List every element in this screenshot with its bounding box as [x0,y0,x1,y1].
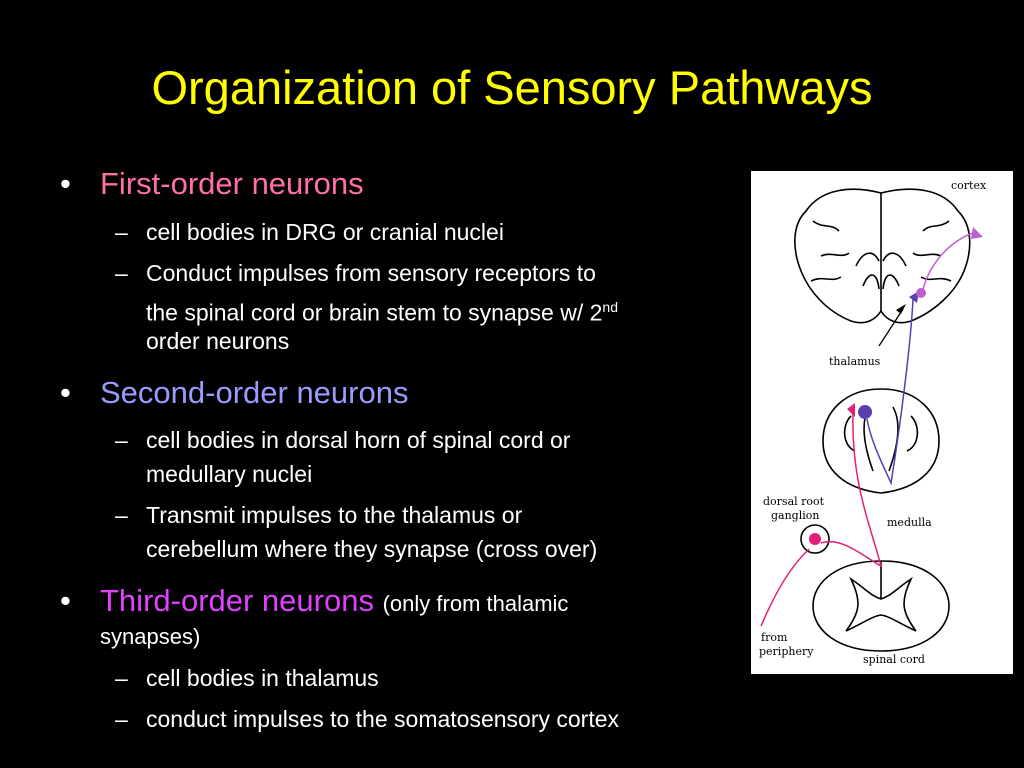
second-order-axon [866,298,914,486]
label-ganglion: ganglion [771,509,819,522]
second-order-heading: Second-order neurons [100,375,409,410]
bullet-second-order: • Second-order neurons [60,375,409,411]
brain-section [794,188,971,324]
label-medulla: medulla [887,516,932,529]
item-text: cell bodies in dorsal horn of spinal cor… [146,427,571,453]
first-order-axon [760,410,883,627]
label-from: from [761,631,788,644]
item-text: order neurons [146,328,290,354]
first-order-cell-body [809,533,821,545]
bullet-dot: • [60,375,71,410]
superscript-nd: nd [602,299,618,315]
second-order-cell-body [858,405,872,419]
item-text: cell bodies in thalamus [146,665,379,691]
bullet-first-order: • First-order neurons [60,166,364,202]
pathway-diagram: cortex thalamus dorsal root ganglion med… [759,179,987,666]
first-order-heading: First-order neurons [100,166,364,201]
spinal-cord-section [812,560,950,652]
dash: – [115,260,128,286]
dash: – [115,427,128,453]
label-spinal-cord: spinal cord [863,653,925,666]
third-order-axon [922,232,974,290]
medulla-section [822,388,940,494]
dash: – [115,502,128,528]
item-text-main: the spinal cord or brain stem to synapse… [146,299,603,326]
third-order-note-cont: synapses) [100,624,201,649]
third-order-heading: Third-order neurons [100,583,374,618]
ganglion-outline [800,524,830,554]
label-cortex: cortex [951,179,987,192]
label-periphery: periphery [759,645,814,658]
thalamus-arrowhead [896,304,906,314]
sensory-pathway-figure: cortex thalamus dorsal root ganglion med… [751,171,1013,674]
dash: – [115,219,128,245]
first-order-terminal [847,403,855,417]
bullet-dot: • [60,583,71,618]
item-text: medullary nuclei [146,461,313,487]
item-text: conduct impulses to the somatosensory co… [146,706,620,732]
item-text: Conduct impulses from sensory receptors … [146,260,596,286]
third-order-note: (only from thalamic [382,591,569,616]
item-text: the spinal cord or brain stem to synapse… [146,290,746,330]
item-text: cerebellum where they synapse (cross ove… [146,536,598,562]
slide-title: Organization of Sensory Pathways [151,61,873,114]
dash: – [115,665,128,691]
third-order-cell-body [916,288,926,298]
bullet-dot: • [60,166,71,201]
item-text: cell bodies in DRG or cranial nuclei [146,219,504,245]
label-dorsal-root: dorsal root [763,495,825,508]
thalamus-pointer [878,308,904,347]
item-text: Transmit impulses to the thalamus or [146,502,523,528]
third-order-terminal [971,227,983,239]
dash: – [115,706,128,732]
bullet-third-order: • Third-order neurons (only from thalami… [60,583,569,622]
label-thalamus: thalamus [829,355,881,368]
